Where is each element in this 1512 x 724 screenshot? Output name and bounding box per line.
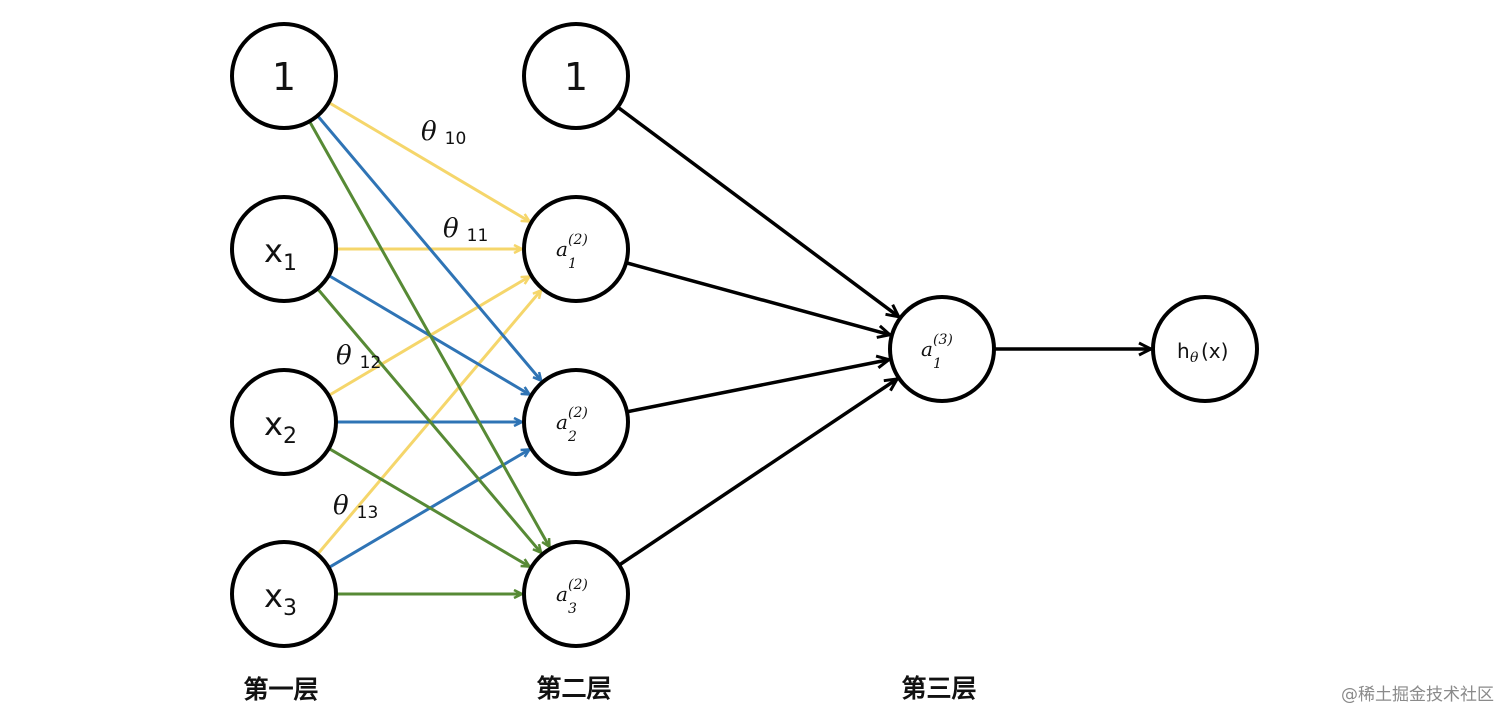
node-a1-layer3: a (3) 1	[888, 295, 996, 403]
node-a3-layer2-base: a	[556, 582, 568, 606]
node-x1-base: x	[264, 232, 283, 270]
node-a2-layer2-sup: (2)	[568, 405, 588, 421]
edge-x2-to-a3	[328, 447, 530, 567]
node-a1-layer2-sup: (2)	[568, 232, 588, 248]
node-x3-sub: 3	[283, 596, 297, 621]
node-output-arg: (x)	[1201, 339, 1228, 363]
node-a1-layer3-sub: 1	[933, 356, 942, 372]
node-a3-layer2-sup: (2)	[568, 577, 588, 593]
node-bias-layer1: 1	[230, 22, 338, 130]
node-x3-base: x	[264, 577, 283, 615]
layer-label-3: 第三层	[901, 674, 976, 703]
edge-a1-to-a31	[626, 261, 890, 335]
svg-text:x1: x1	[264, 232, 297, 276]
node-a1-layer3-sup: (3)	[933, 332, 953, 348]
node-a1-layer2-sub: 1	[568, 256, 577, 272]
node-x2-base: x	[264, 405, 283, 443]
node-a3-layer2-sub: 3	[568, 601, 577, 617]
edge-bias1-to-a1	[328, 101, 530, 222]
node-a1-layer2-base: a	[556, 237, 568, 261]
node-a3-layer2: a (2) 3	[522, 540, 630, 648]
svg-text:x2: x2	[264, 405, 297, 449]
node-a2-layer2-sub: 2	[567, 429, 577, 445]
watermark: @稀土掘金技术社区	[1341, 685, 1494, 705]
edge-bias2-to-a31	[617, 106, 899, 317]
node-x3: x3	[230, 540, 338, 648]
edge-x1-to-a3	[317, 288, 541, 553]
edge-a3-to-a31	[619, 379, 897, 566]
edge-bias1-to-a2	[317, 115, 541, 381]
node-x1: x1	[230, 195, 338, 303]
layer-label-2: 第二层	[536, 674, 611, 703]
node-x2: x2	[230, 368, 338, 476]
node-a2-layer2: a (2) 2	[522, 368, 630, 476]
svg-text:x3: x3	[264, 577, 297, 621]
node-a1-layer3-base: a	[921, 337, 933, 361]
node-x1-sub: 1	[283, 251, 297, 276]
node-bias-layer2: 1	[522, 22, 630, 130]
node-x2-sub: 2	[283, 424, 297, 449]
connection-edges	[308, 101, 1151, 594]
node-output: h θ (x)	[1151, 295, 1259, 403]
node-output-h: h	[1177, 339, 1190, 363]
node-output-theta: θ	[1190, 350, 1199, 366]
node-a2-layer2-base: a	[556, 410, 568, 434]
edge-bias1-to-a3	[308, 121, 550, 547]
node-bias-layer1-label: 1	[272, 55, 296, 99]
node-bias-layer2-label: 1	[564, 55, 588, 99]
edge-a2-to-a31	[627, 360, 889, 414]
node-a1-layer2: a (2) 1	[522, 195, 630, 303]
layer-label-1: 第一层	[243, 675, 318, 704]
